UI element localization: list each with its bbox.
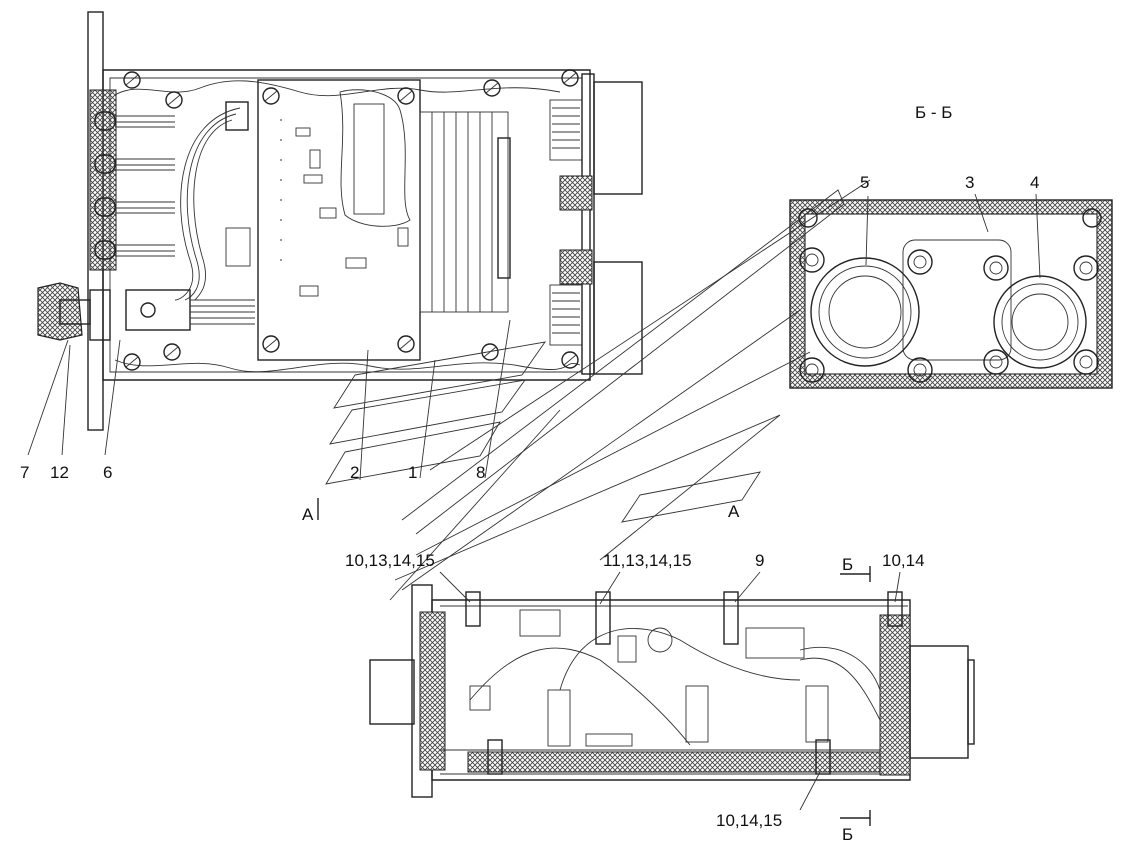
section-view: [789, 199, 1113, 389]
callout-12: 12: [50, 463, 69, 482]
callout-2: 2: [350, 463, 359, 482]
callout-5: 5: [860, 173, 869, 192]
callout-10-14-15: 10,14,15: [716, 811, 782, 830]
callout-4: 4: [1030, 173, 1039, 192]
screw-icon: [798, 208, 1102, 383]
screw-icon: [123, 69, 579, 371]
callout-10-14: 10,14: [882, 551, 925, 570]
view-mark-a-left: А: [302, 505, 314, 524]
callout-11-13-14-15: 11,13,14,15: [603, 551, 692, 570]
view-mark-b-top: Б: [842, 555, 853, 574]
callout-3: 3: [965, 173, 974, 192]
callout-1: 1: [408, 463, 417, 482]
view-mark-a-right: А: [728, 502, 740, 521]
side-view: [369, 584, 975, 798]
leader-lines: [27, 179, 1041, 826]
callout-8: 8: [476, 463, 485, 482]
callout-7: 7: [20, 463, 29, 482]
callout-6: 6: [103, 463, 112, 482]
labels: Б - Б 1 2 3 4 5 6 7 8 9 12 10,13,14,15 1…: [20, 103, 1039, 844]
knob-icon: [37, 282, 255, 341]
connector-icon: [810, 257, 1087, 369]
led-icon: [94, 111, 175, 260]
callout-9: 9: [755, 551, 764, 570]
connector-icon: [549, 73, 643, 375]
heatsink: [419, 111, 511, 313]
section-title: Б - Б: [915, 103, 952, 122]
callout-10-13-14-15: 10,13,14,15: [345, 551, 435, 570]
pcb-board: [225, 79, 421, 361]
top-view: [37, 11, 643, 431]
view-mark-b-bottom: Б: [842, 825, 853, 844]
screw-icon: [465, 591, 903, 775]
